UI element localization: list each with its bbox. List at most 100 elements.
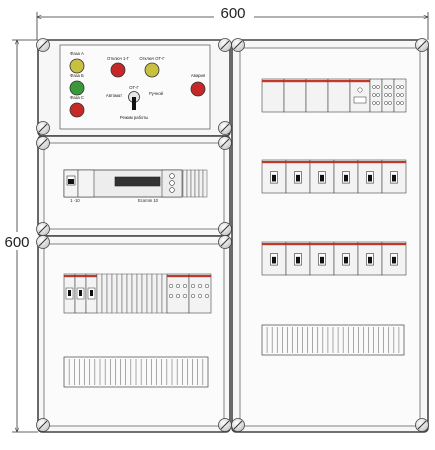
control-panel: Фаза А Фаза Б Фаза С Отключ 1-Г Отключ О… [69,51,206,120]
lamp-alarm: Авария [190,73,206,97]
blank-plate [186,169,192,198]
breaker-module [85,273,98,314]
blank-plate [131,273,138,314]
lamp-phase-c-indicator [69,102,85,118]
enclosure-bolts [36,38,429,432]
left-terminal-block [63,356,209,388]
breaker-module [261,241,287,276]
blank-plate [136,273,143,314]
right-middle-breaker-row [261,159,407,194]
bolt [415,418,429,432]
lamp-phase-b-indicator [69,80,85,96]
lamp-phase-c-label: Фаза С [70,95,84,100]
blank-plate [161,273,168,314]
breaker-module [261,78,285,113]
breaker-module [261,159,287,194]
blank-plate [156,273,163,314]
breaker-module [327,78,351,113]
breaker-module [74,273,87,314]
bolt [218,235,232,249]
breaker-module [305,78,329,113]
blank-plate [182,169,188,198]
bolt [218,38,232,52]
bolt [218,222,232,236]
bolt [36,418,50,432]
lamp-phase-a-label: Фаза А [70,51,84,56]
terminal-module [381,78,395,113]
breaker-module [333,159,359,194]
breaker-module [357,241,383,276]
terminal-module [393,78,407,113]
lamp-alarm-indicator [190,81,206,97]
blank-plate [126,273,133,314]
bolt [218,121,232,135]
mode-switch-bottom-label: Режим работы [120,115,148,120]
controller-display [114,176,161,187]
right-top-module-row [261,78,407,113]
terminal-module [166,273,190,314]
lamp-off-2: Отключ ОТ-Г [139,56,165,78]
mode-switch: ОТ-Г Автомат Ручной Режим работы [106,85,164,120]
width-dimension-label: 600 [220,5,245,22]
breaker-module [285,241,311,276]
breaker-module [381,159,407,194]
breaker-module [357,159,383,194]
bolt [415,38,429,52]
lamp-phase-b-label: Фаза Б [70,73,84,78]
lamp-off-1: Отключ 1-Г [107,56,130,78]
blank-plate [121,273,128,314]
blank-plate [116,273,123,314]
lamp-off-2-label: Отключ ОТ-Г [139,56,165,61]
lamp-phase-a-indicator [69,58,85,74]
blank-plate [202,169,208,198]
lamp-off-2-indicator [144,62,160,78]
lamp-phase-a: Фаза А [69,51,85,74]
bolt [36,136,50,150]
blank-plate [96,273,103,314]
right-lower-breaker-row [261,241,407,276]
left-breaker-row [63,273,212,314]
lamp-phase-c: Фаза С [69,95,85,118]
mode-switch-left-label: Автомат [106,93,122,98]
blank-plate [106,273,113,314]
terminal-module [369,78,383,113]
breaker-module [309,241,335,276]
contact-module [349,78,371,113]
breaker-module [63,273,76,314]
bolt [36,235,50,249]
blank-plate [151,273,158,314]
bolt [231,38,245,52]
mode-switch-handle [132,97,136,110]
controller-left-label: 1 ·10 [70,198,80,203]
bolt [218,418,232,432]
breaker-module [283,78,307,113]
blank-plate [141,273,148,314]
blank-plate [194,169,200,198]
breaker-module [285,159,311,194]
lamp-phase-b: Фаза Б [69,73,85,96]
controller-module: 1 ·10 Ecomm 10 [63,169,183,203]
blank-plate [111,273,118,314]
controller-blank-plates [182,169,208,198]
terminal-module [188,273,212,314]
height-dimension-label: 600 [4,234,29,251]
bolt [36,121,50,135]
bolt [36,222,50,236]
lamp-off-1-indicator [110,62,126,78]
height-dimension: 600 [2,40,38,432]
controller-right-label: Ecomm 10 [138,198,159,203]
bolt [231,418,245,432]
mode-switch-top-label: ОТ-Г [129,85,139,90]
blank-plate [146,273,153,314]
blank-plate [101,273,108,314]
bolt [36,38,50,52]
width-dimension: 600 [37,5,428,40]
mode-switch-right-label: Ручной [149,91,164,96]
breaker-module [333,241,359,276]
lamp-alarm-label: Авария [191,73,205,78]
blank-plate [190,169,196,198]
lamp-off-1-label: Отключ 1-Г [107,56,130,61]
breaker-module [381,241,407,276]
bolt [218,136,232,150]
